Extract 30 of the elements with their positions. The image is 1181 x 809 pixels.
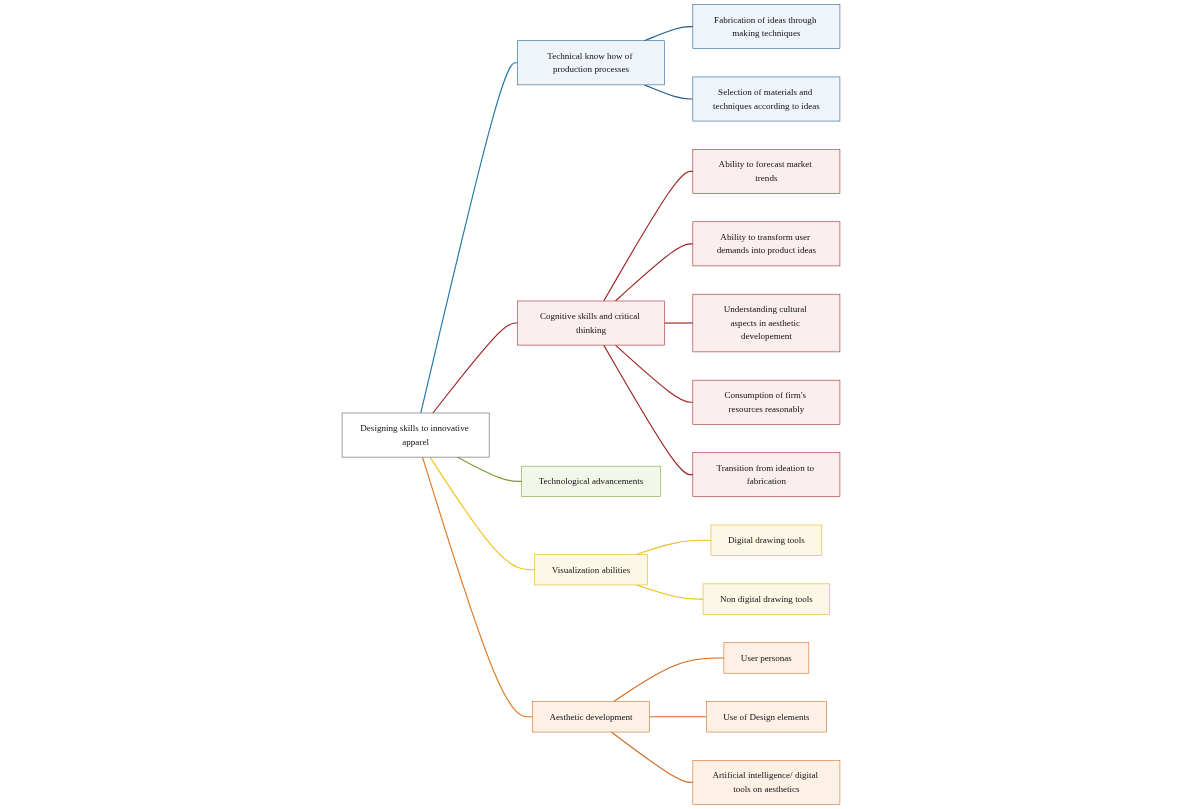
connector: [602, 170, 693, 302]
node-box: Visualization abilities: [533, 554, 648, 586]
node-box: Ability to transform user demands into product ideas: [692, 221, 840, 267]
node-box: Consumption of firm's resources reasonably: [692, 379, 840, 425]
connector: [663, 322, 693, 324]
node-box: Ability to forecast market trends: [692, 149, 840, 194]
node-box: Technical know how of production processes: [516, 40, 665, 86]
node-box: Use of Design elements: [705, 701, 827, 733]
node-box: Transition from ideation to fabrication: [692, 452, 840, 497]
connector: [614, 243, 693, 302]
connector: [419, 62, 518, 414]
connector: [614, 344, 693, 403]
connector: [648, 716, 707, 718]
connector: [431, 322, 518, 414]
node-box: Artificial intelligence/ digital tools on aesthetics: [692, 760, 840, 805]
connector: [610, 731, 693, 783]
node-box: Aesthetic development: [531, 701, 650, 733]
connector: [428, 456, 535, 571]
connector: [602, 344, 693, 476]
node-box: Digital drawing tools: [710, 524, 822, 556]
connector: [612, 657, 724, 703]
node-box: Designing skills to innovative apparel: [341, 412, 489, 458]
node-box: Non digital drawing tools: [702, 583, 830, 615]
connector: [421, 456, 533, 718]
node-box: Cognitive skills and critical thinking: [516, 300, 665, 346]
node-box: Understanding cultural aspects in aesthetic developement: [692, 293, 840, 353]
node-box: Fabrication of ideas through making techniques: [692, 4, 840, 49]
node-box: Technological advancements: [520, 465, 661, 497]
node-box: Selection of materials and techniques according to ideas: [692, 76, 840, 122]
node-box: User personas: [723, 642, 809, 674]
